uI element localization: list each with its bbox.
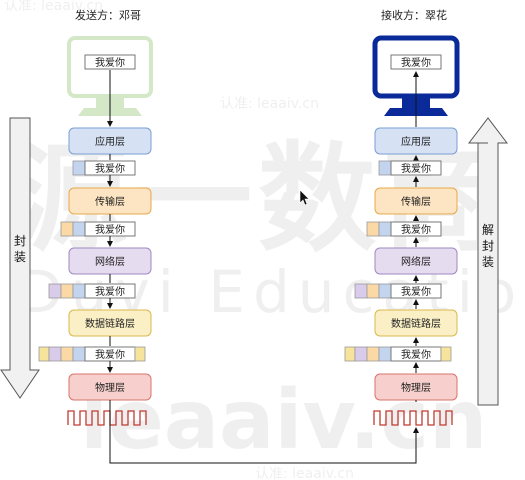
sender-packet-l3: 我爱你 (60, 221, 136, 237)
svg-text:数据链路层: 数据链路层 (85, 317, 135, 330)
mouse-cursor-icon (299, 189, 310, 206)
encapsulation-char-2: 装 (14, 250, 26, 264)
watermark-mid: 认准: leaaiv.cn (220, 96, 319, 112)
svg-text:应用层: 应用层 (401, 135, 431, 148)
sender-signal-wave (67, 410, 147, 426)
receiver-layer-application: 应用层 (374, 127, 458, 155)
watermark-top: 认准: leaaiv.cn (4, 0, 103, 14)
sender-layer-physical: 物理层 (68, 373, 152, 401)
svg-text:我爱你: 我爱你 (95, 285, 125, 298)
receiver-title: 接收方：翠花 (381, 8, 447, 22)
sender-packet-l4: 我爱你 (72, 160, 136, 176)
watermark-bottom: 认准: leaaiv.cn (255, 466, 354, 480)
sender-layer-datalink: 数据链路层 (68, 309, 152, 337)
svg-text:我爱你: 我爱你 (401, 285, 431, 298)
svg-text:传输层: 传输层 (95, 195, 125, 208)
svg-text:数据链路层: 数据链路层 (391, 317, 441, 330)
receiver-stack: 应用层 我爱你 传输层 我爱你 网络层 (344, 71, 458, 426)
sender-message: 我爱你 (95, 56, 125, 69)
decapsulation-char-1: 解 (482, 223, 494, 237)
receiver-packet-l2: 我爱你 (354, 283, 442, 299)
receiver-packet-l3: 我爱你 (366, 221, 442, 237)
receiver-message: 我爱你 (401, 56, 431, 69)
svg-text:物理层: 物理层 (401, 381, 431, 394)
encapsulation-arrow: 封 装 (0, 117, 40, 399)
decapsulation-char-2: 封 (482, 239, 494, 253)
svg-text:网络层: 网络层 (401, 255, 431, 268)
svg-text:网络层: 网络层 (95, 255, 125, 268)
sender-packet-l1: 我爱你 (38, 346, 146, 362)
receiver-packet-l4: 我爱你 (378, 160, 442, 176)
svg-text:我爱你: 我爱你 (401, 223, 431, 236)
svg-text:我爱你: 我爱你 (401, 348, 431, 361)
encapsulation-char-1: 封 (14, 234, 26, 248)
receiver-layer-network: 网络层 (374, 247, 458, 275)
sender-layer-transport: 传输层 (68, 187, 152, 215)
svg-text:传输层: 传输层 (401, 195, 431, 208)
sender-layer-application: 应用层 (68, 127, 152, 155)
sender-layer-network: 网络层 (68, 247, 152, 275)
decapsulation-arrow: 解 封 装 (467, 117, 509, 406)
sender-packet-l2: 我爱你 (48, 283, 136, 299)
sender-title: 发送方：邓哥 (75, 8, 141, 22)
svg-text:我爱你: 我爱你 (401, 162, 431, 175)
sender-stack: 应用层 我爱你 传输层 我爱你 网络层 (38, 70, 152, 426)
receiver-packet-l1: 我爱你 (344, 346, 452, 362)
receiver-layer-physical: 物理层 (374, 373, 458, 401)
svg-text:应用层: 应用层 (95, 135, 125, 148)
svg-text:我爱你: 我爱你 (95, 348, 125, 361)
svg-text:物理层: 物理层 (95, 381, 125, 394)
receiver-layer-datalink: 数据链路层 (374, 309, 458, 337)
decapsulation-char-3: 装 (482, 255, 494, 269)
transmission-line (109, 400, 419, 464)
receiver-layer-transport: 传输层 (374, 187, 458, 215)
receiver-signal-wave (373, 410, 453, 426)
svg-text:我爱你: 我爱你 (95, 162, 125, 175)
svg-text:我爱你: 我爱你 (95, 223, 125, 236)
